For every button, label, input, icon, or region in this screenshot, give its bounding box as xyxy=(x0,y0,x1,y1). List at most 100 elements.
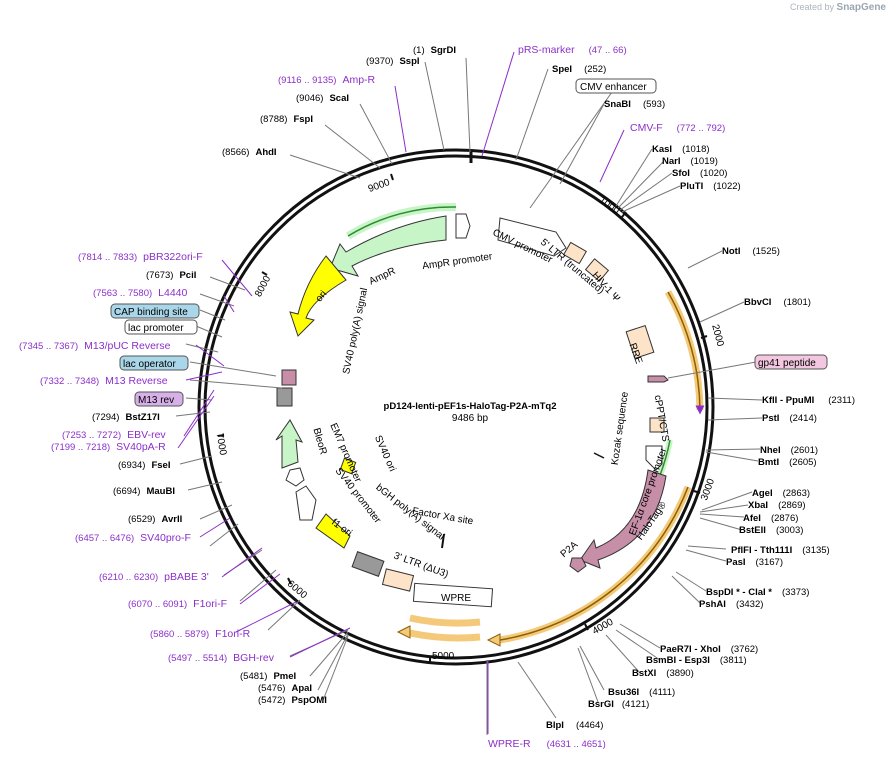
site-bstxi: BstXI(3890) xyxy=(632,668,694,679)
site-agei: AgeI(2863) xyxy=(752,488,810,499)
feature-f1ori-arrow xyxy=(315,513,351,549)
feature-orange-arrowhead xyxy=(486,633,501,647)
lac-operator-box xyxy=(119,355,189,371)
feature-factorxa-mark xyxy=(441,533,445,549)
site-paer7i: PaeR7I - XhoI(3762) xyxy=(660,644,758,655)
tick-label: 9000 xyxy=(367,177,392,195)
tick-mark xyxy=(700,335,708,339)
feature-halotag-arrow xyxy=(579,469,667,569)
site-nhei: NheI(2601) xyxy=(760,445,818,456)
site-pshai: PshAI(3432) xyxy=(699,599,763,610)
tick-mark xyxy=(217,434,225,437)
feature-orange-arc-lower xyxy=(499,486,689,641)
site-apai: (5476)ApaI xyxy=(258,683,312,694)
site-sfoi: SfoI(1020) xyxy=(672,168,727,179)
site-pflfi: PflFI - Tth111I(3135) xyxy=(731,545,830,556)
feature-ef1a-arrow xyxy=(645,445,663,471)
tick-mark xyxy=(287,577,292,585)
site-bsrgi: BsrGI(4121) xyxy=(588,699,649,710)
site-sv40pa-r: (7199 .. 7218)SV40pA-R xyxy=(51,441,166,453)
site-ampr-primer: (9116 .. 9135)Amp-R xyxy=(278,74,376,86)
tick-mark xyxy=(584,623,589,631)
site-cmv-f: CMV-F(772 .. 792) xyxy=(630,122,725,134)
watermark-prefix: Created by xyxy=(789,2,835,12)
tick-mark xyxy=(621,211,627,218)
site-f1ori-r: (5860 .. 5879)F1ori-R xyxy=(150,628,251,640)
site-kasi: KasI(1018) xyxy=(652,144,710,155)
feature-ampr-green xyxy=(347,206,457,237)
feature-cppt-arrow xyxy=(647,375,669,383)
site-bspdi: BspDI * - ClaI *(3373) xyxy=(706,587,809,598)
site-pmei: (5481)PmeI xyxy=(240,671,296,682)
site-ebv-rev: (7253 .. 7272)EBV-rev xyxy=(62,429,166,441)
feature-label-wpre: WPRE xyxy=(441,593,471,604)
feature-label-ampr-promoter: AmpR promoter xyxy=(422,251,494,272)
tick-label: 4000 xyxy=(591,616,616,637)
site-bbvci: BbvCI(1801) xyxy=(744,297,811,308)
site-ahdi: (8566)AhdI xyxy=(222,147,277,158)
tick-mark xyxy=(693,490,701,494)
feature-em7-arrow xyxy=(285,467,305,487)
site-bgh-rev: (5497 .. 5514)BGH-rev xyxy=(168,652,275,664)
feature-orange-arrowhead xyxy=(396,625,411,639)
site-spei: SpeI(252) xyxy=(552,64,606,75)
feature-lac-box xyxy=(276,387,293,407)
feature-label-p2a: P2A xyxy=(559,539,581,560)
feature-label-sv40polya: SV40 poly(A) signal xyxy=(341,287,370,375)
site-m13rev-p: (7332 .. 7348)M13 Reverse xyxy=(40,375,168,387)
site-l4440: (7563 .. 7580)L4440 xyxy=(93,287,188,299)
gp41-box xyxy=(754,354,828,370)
lac-promoter-label: lac promoter xyxy=(128,323,184,334)
site-sv40pro-f: (6457 .. 6476)SV40pro-F xyxy=(75,532,191,544)
site-f1ori-f: (6070 .. 6091)F1ori-F xyxy=(128,598,227,610)
backbone-outer xyxy=(197,148,715,666)
site-psti: PstI(2414) xyxy=(762,413,817,424)
site-snabi: SnaBI(593) xyxy=(604,99,665,110)
backbone-inner xyxy=(203,154,709,660)
site-bmti: BmtI(2605) xyxy=(758,457,817,468)
gp41-label: gp41 peptide xyxy=(758,358,816,369)
site-scai: (9046)ScaI xyxy=(296,93,349,104)
feature-lac-box xyxy=(281,369,297,386)
feature-hiv-box xyxy=(584,258,610,282)
feature-ltr5-box xyxy=(563,241,587,265)
site-maubi: (6694)MauBI xyxy=(113,486,175,497)
site-fsei: (6934)FseI xyxy=(118,460,170,471)
lac-promoter-box xyxy=(124,319,198,335)
feature-wpre-box xyxy=(412,582,494,608)
site-nari: NarI(1019) xyxy=(662,156,718,167)
site-pcii: (7673)PciI xyxy=(146,270,196,281)
site-wpre-r: WPRE-R(4631 .. 4651) xyxy=(488,738,606,750)
feature-label-bleor: BleoR xyxy=(310,427,328,456)
feature-rre-box xyxy=(625,324,655,360)
feature-kozak-mark xyxy=(593,452,605,459)
feature-sv40promoter-arrow xyxy=(295,485,317,521)
site-pasi: PasI(3167) xyxy=(726,557,783,568)
site-pluti: PluTI(1022) xyxy=(680,181,741,192)
site-bsu36i: Bsu36I(4111) xyxy=(608,687,675,698)
plasmid-name: pD124-lenti-pEF1s-HaloTag-P2A-mTq2 xyxy=(384,401,557,412)
site-bstz17i: (7294)BstZ17I xyxy=(92,412,160,423)
site-sspi: (9370)SspI xyxy=(366,56,420,67)
site-m13puc: (7345 .. 7367)M13/pUC Reverse xyxy=(19,340,171,352)
site-kfli: KflI - PpuMI(2311) xyxy=(762,395,855,406)
site-pbabe3: (6210 .. 6230)pBABE 3' xyxy=(99,571,209,583)
m13rev-box xyxy=(134,391,184,407)
site-bsmbi: BsmBI - Esp3I(3811) xyxy=(646,655,747,666)
feature-ori-arrow xyxy=(289,255,347,337)
feature-orange-arc-bottom xyxy=(409,614,481,627)
watermark-brand: SnapGene xyxy=(836,2,886,13)
tick-mark xyxy=(261,271,268,276)
feature-bleor-arrow xyxy=(275,419,304,469)
primer-pointers xyxy=(177,51,625,734)
tick-label: 6000 xyxy=(285,579,309,602)
site-fspi: (8788)FspI xyxy=(260,114,313,125)
leader-lines xyxy=(175,57,763,735)
cap-label: CAP binding site xyxy=(114,307,188,318)
site-label-group: (1)SgrDI (9370)SspI (9116 .. 9135)Amp-R … xyxy=(19,44,855,750)
site-bsteii: BstEII(3003) xyxy=(739,525,803,536)
feature-orange-arc-bottom xyxy=(409,629,481,642)
site-afei: AfeI(2876) xyxy=(743,513,798,524)
cmv-enhancer-label: CMV enhancer xyxy=(580,82,647,93)
